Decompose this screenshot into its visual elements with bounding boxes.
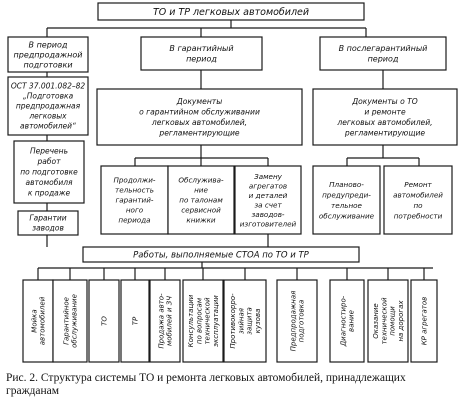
works-item-1-text: Мойкаавтомобилей (30, 296, 46, 345)
works-item-7-frame (223, 279, 267, 363)
works-title-box-text: Работы, выполняемые СТОА по ТО и ТР (133, 250, 310, 260)
works-item-5-frame (149, 279, 181, 363)
presale-worklist-box-frame (13, 140, 85, 204)
works-item-10-frame (367, 279, 409, 363)
figure-caption: Рис. 2. Структура системы ТО и ремонта л… (6, 372, 406, 397)
top-title-box: ТО и ТР легковых автомобилей (97, 2, 365, 21)
works-item-11-frame (410, 279, 438, 363)
works-item-10: Оказаниетехническойпомощина дорогах (367, 279, 409, 363)
works-item-6-frame (182, 279, 224, 363)
warranty-docs-box-frame (96, 88, 303, 146)
works-item-1-frame (22, 279, 54, 363)
works-item-6: Консультациипо вопросамтехническойэксплу… (182, 279, 224, 363)
works-item-10-text: Оказаниетехническойпомощина дорогах (372, 297, 405, 344)
works-item-3-text: ТО (100, 316, 108, 326)
works-item-6-text: Консультациипо вопросамтехническойэксплу… (187, 294, 220, 347)
top-title-box-text: ТО и ТР легковых автомобилей (153, 7, 309, 18)
works-item-3-frame (88, 279, 120, 363)
warranty-parts-replacement-box-frame (234, 165, 302, 235)
post-warranty-period-box-frame (319, 36, 447, 71)
works-item-9: Диагностиро-вание (329, 279, 365, 363)
works-item-8-text: Предпродажнаяподготовка (289, 291, 305, 352)
post-warranty-docs-box-frame (312, 88, 458, 146)
works-item-11: КР агрегатов (410, 279, 438, 363)
warranty-coupon-box-frame (167, 165, 235, 235)
works-item-4-text: ТР (131, 316, 139, 325)
works-item-2-frame (52, 279, 88, 363)
warranty-period-box-frame (140, 36, 263, 71)
works-item-5-text: Продажа авто-мобилей и ЗЧ (157, 293, 173, 349)
works-item-4-frame (120, 279, 150, 363)
works-item-7-text: Противокорро-зийнаязащитакузова (229, 293, 262, 349)
works-item-8: Предпродажнаяподготовка (276, 279, 318, 363)
works-item-8-frame (276, 279, 318, 363)
works-item-2-text: Гарантийноеобслуживание (62, 294, 78, 348)
works-item-9-text: Диагностиро-вание (339, 295, 355, 347)
works-item-2: Гарантийноеобслуживание (52, 279, 88, 363)
works-item-9-frame (329, 279, 365, 363)
works-item-3: ТО (88, 279, 120, 363)
repair-on-demand-box-frame (383, 165, 453, 235)
works-title-box-frame (82, 246, 360, 263)
presale-period-box-frame (7, 36, 89, 73)
works-item-5: Продажа авто-мобилей и ЗЧ (149, 279, 181, 363)
works-item-7: Противокорро-зийнаязащитакузова (223, 279, 267, 363)
works-item-4: ТР (120, 279, 150, 363)
works-item-1: Мойкаавтомобилей (22, 279, 54, 363)
factory-guarantee-box-frame (17, 210, 79, 236)
works-title-box: Работы, выполняемые СТОА по ТО и ТР (82, 246, 360, 263)
works-item-11-text: КР агрегатов (420, 297, 428, 346)
presale-standard-box-frame (7, 76, 89, 136)
planned-maintenance-box-frame (312, 165, 381, 235)
